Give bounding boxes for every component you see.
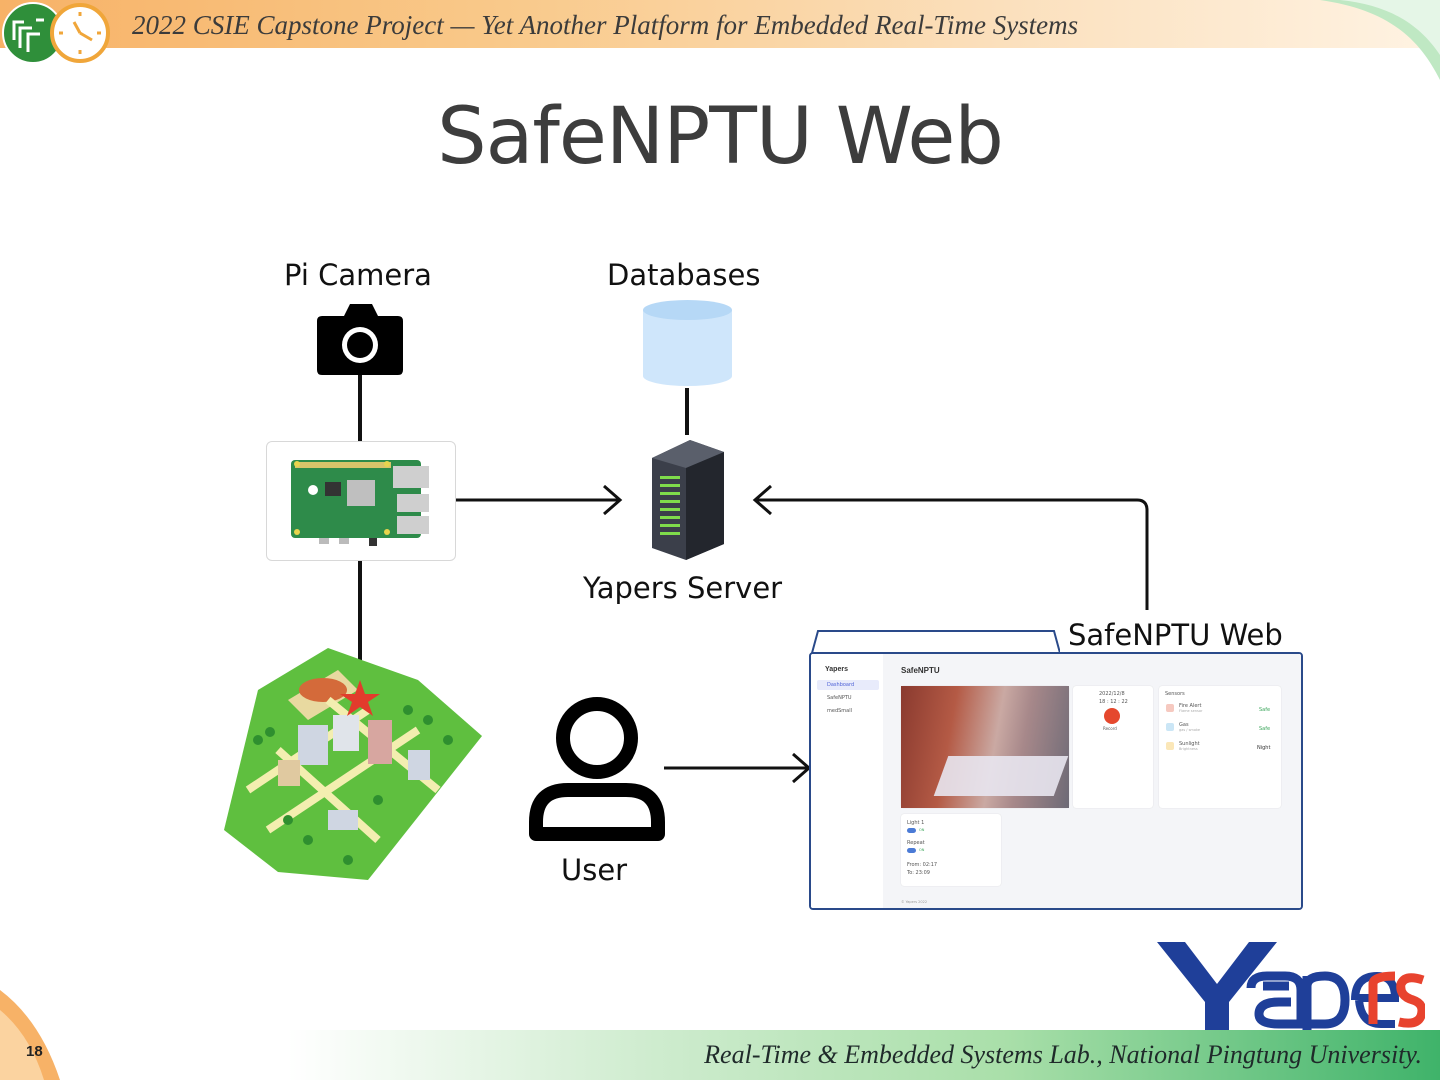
- yapers-logo: [1157, 942, 1425, 1035]
- to-label: To: 23:09: [907, 870, 930, 876]
- sensor-sub: Brightness: [1179, 747, 1198, 751]
- web-nav-dashboard[interactable]: Dashboard: [827, 682, 855, 688]
- camera-icon: [317, 304, 403, 375]
- yapers-server-label: Yapers Server: [583, 571, 783, 605]
- from-label: From: 02:17: [907, 862, 938, 868]
- footer-corner-decoration: [0, 990, 60, 1080]
- sensor-name: Gas: [1179, 722, 1189, 728]
- folder-tab-icon: [811, 630, 1060, 653]
- gas-icon: [1166, 723, 1174, 731]
- sun-icon: [1166, 742, 1174, 750]
- sensor-name: Fire Alert: [1179, 703, 1202, 709]
- database-icon: [643, 300, 732, 386]
- safenptu-web-label: SafeNPTU Web: [1068, 618, 1283, 652]
- repeat-toggle[interactable]: [907, 848, 916, 853]
- web-main: SafeNPTU 2022/12/8 18 : 12 : 22 Record S…: [883, 654, 1301, 908]
- camera-feed-object: [933, 756, 1069, 796]
- web-nav-active-bg: [817, 680, 879, 690]
- user-icon: [529, 697, 665, 841]
- sensor-name: Sunlight: [1179, 741, 1200, 747]
- raspberry-pi-box: [266, 441, 456, 561]
- web-copyright: © Yapers 2022: [901, 900, 928, 904]
- safenptu-web-screenshot: Yapers Dashboard SafeNPTU medSmall SafeN…: [809, 652, 1303, 910]
- slide-title: SafeNPTU Web: [437, 92, 1004, 182]
- web-nav-safenptu[interactable]: SafeNPTU: [827, 695, 852, 701]
- web-sidebar: Yapers Dashboard SafeNPTU medSmall: [811, 654, 884, 908]
- campus-map-icon: [224, 648, 482, 880]
- light-state: ON: [919, 828, 925, 832]
- fire-icon: [1166, 704, 1174, 712]
- web-page-title: SafeNPTU: [901, 666, 940, 675]
- web-time: 18 : 12 : 22: [1099, 699, 1128, 705]
- header-corner-decoration: [1320, 0, 1440, 80]
- light-card: Light 1 ON Repeat ON From: 02:17 To: 23:…: [901, 814, 1001, 886]
- record-button[interactable]: [1104, 708, 1120, 724]
- sensor-status: Safe: [1259, 726, 1271, 732]
- sensors-title: Sensors: [1165, 691, 1185, 697]
- sensor-sub: Flame sensor: [1179, 709, 1203, 713]
- raspberry-pi-board-icon: [291, 460, 429, 546]
- web-nav-medsmall[interactable]: medSmall: [827, 708, 853, 714]
- lab-logo-icon: [2, 2, 110, 64]
- record-button-label: Record: [1103, 726, 1117, 731]
- page-number: 18: [26, 1043, 43, 1060]
- repeat-label: Repeat: [907, 840, 925, 846]
- clock-card: 2022/12/8 18 : 12 : 22 Record: [1073, 686, 1153, 808]
- sensors-card: Sensors Fire Alert Flame sensor Safe Gas…: [1159, 686, 1281, 808]
- sensor-sub: gas / smoke: [1179, 728, 1201, 732]
- repeat-state: ON: [919, 848, 925, 852]
- header-title: 2022 CSIE Capstone Project — Yet Another…: [132, 10, 1079, 40]
- footer-band: [0, 1030, 1440, 1080]
- light-title: Light 1: [907, 820, 925, 826]
- header-band: [0, 0, 1440, 48]
- web-brand: Yapers: [825, 666, 848, 673]
- web-date: 2022/12/8: [1099, 691, 1125, 697]
- camera-feed-card: [901, 686, 1069, 808]
- footer-text: Real-Time & Embedded Systems Lab., Natio…: [704, 1040, 1422, 1069]
- user-label: User: [561, 853, 628, 887]
- sensor-status: Night: [1257, 745, 1271, 751]
- pi-camera-label: Pi Camera: [284, 258, 432, 292]
- sensor-status: Safe: [1259, 707, 1271, 713]
- light-toggle[interactable]: [907, 828, 916, 833]
- server-icon: [652, 440, 724, 560]
- databases-label: Databases: [607, 258, 761, 292]
